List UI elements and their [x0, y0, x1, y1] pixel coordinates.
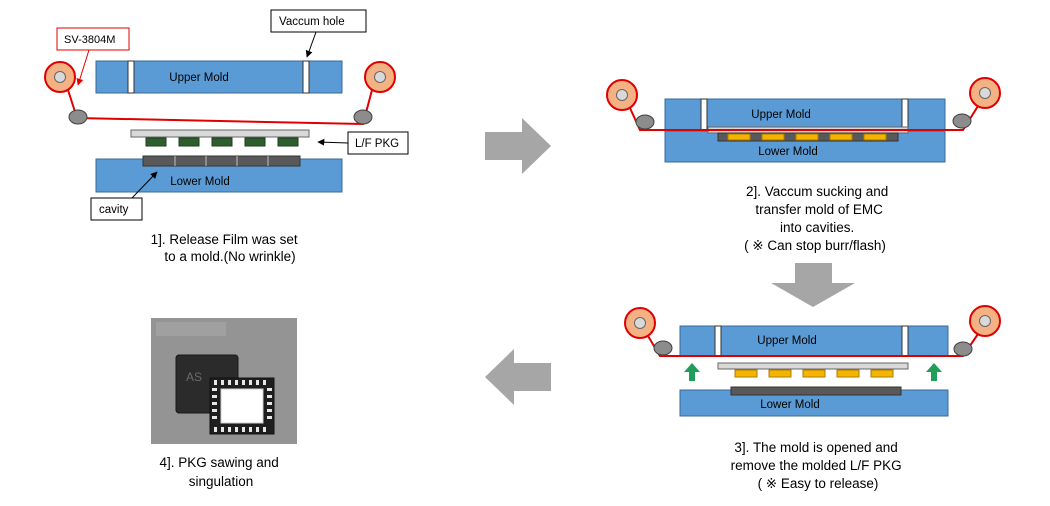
upper-mold	[95, 60, 343, 94]
step3-caption: 3]. The mold is opened and remove the mo…	[731, 440, 906, 491]
qfn-pads	[212, 380, 272, 432]
step4-caption-line: singulation	[189, 474, 254, 489]
vacuum-callout-box	[270, 9, 367, 33]
film-callout-box	[56, 27, 130, 51]
film-callout-label: SV-3804M	[64, 34, 115, 46]
step1-panel: Upper Mold Lower Mold SV-3804M Vaccum ho…	[44, 9, 409, 264]
cavity-callout-box	[90, 197, 143, 221]
step2-caption: 2]. Vaccum sucking and transfer mold of …	[744, 184, 892, 253]
step2-panel: Upper Mold Lower Mold 2]. Vaccum sucking…	[606, 77, 1001, 253]
upper-mold-label: Upper Mold	[757, 335, 816, 347]
down-arrow-icon	[771, 263, 855, 307]
upper-mold-label: Upper Mold	[751, 109, 810, 121]
right-film-reel	[969, 305, 1001, 337]
pkg-callout-label: L/F PKG	[355, 138, 399, 150]
right-film-reel	[969, 77, 1001, 109]
cavity-callout-arrow	[131, 171, 158, 199]
vacuum-hole-left	[127, 60, 135, 94]
left-arrow-icon	[485, 349, 551, 405]
left-roller	[68, 109, 88, 125]
lower-mold-label: Lower Mold	[758, 146, 817, 158]
molded-block	[734, 369, 758, 378]
qfn-package-photo: AS	[151, 318, 297, 444]
step2-caption-line: into cavities.	[780, 220, 854, 235]
cavity-callout-label: cavity	[99, 204, 129, 216]
step3-caption-line: ( ※ Easy to release)	[758, 476, 879, 491]
left-roller	[635, 114, 655, 130]
vacuum-hole-right	[901, 325, 909, 357]
cavity-dividers	[174, 156, 269, 166]
step4-caption-line: 4]. PKG sawing and	[159, 455, 278, 470]
molded-block	[768, 369, 792, 378]
emc-block	[795, 133, 819, 141]
step1-caption: 1]. Release Film was set to a mold.(No w…	[151, 232, 302, 264]
chip	[178, 137, 200, 147]
step4-caption: 4]. PKG sawing and singulation	[159, 455, 282, 489]
step4-panel: AS 4]. PKG sawing and singulation	[151, 318, 297, 489]
step2-caption-line: 2]. Vaccum sucking and	[746, 184, 888, 199]
vacuum-callout-arrow	[305, 31, 317, 58]
lead-frame-strip	[130, 129, 310, 138]
right-roller	[353, 109, 373, 125]
film-callout-arrow	[76, 49, 90, 86]
left-film-reel	[44, 61, 76, 93]
chips-row	[145, 137, 299, 147]
emc-fill-row	[727, 133, 887, 141]
vacuum-hole-left	[714, 325, 722, 357]
right-arrow-icon	[485, 118, 551, 174]
emc-block	[727, 133, 751, 141]
chip	[211, 137, 233, 147]
left-film-reel	[606, 79, 638, 111]
step3-caption-line: remove the molded L/F PKG	[731, 458, 902, 473]
pkg-callout-arrow	[317, 138, 349, 146]
vacuum-hole-right	[901, 98, 909, 131]
step2-caption-line: transfer mold of EMC	[755, 202, 883, 217]
right-roller	[952, 113, 972, 129]
emc-block	[761, 133, 785, 141]
up-arrow-icon	[684, 363, 700, 381]
emc-block	[863, 133, 887, 141]
lower-mold-label: Lower Mold	[760, 399, 819, 411]
up-arrow-icon	[926, 363, 942, 381]
chip-marking: AS	[186, 370, 202, 384]
right-roller	[953, 341, 973, 357]
molded-pkg-row	[734, 369, 894, 378]
step2-caption-line: ( ※ Can stop burr/flash)	[744, 238, 886, 253]
left-film-reel	[624, 307, 656, 339]
molded-block	[836, 369, 860, 378]
vacuum-callout-label: Vaccum hole	[279, 16, 345, 28]
step1-caption-line: 1]. Release Film was set	[151, 232, 298, 247]
step3-caption-line: 3]. The mold is opened and	[734, 440, 897, 455]
molded-block	[802, 369, 826, 378]
left-roller	[653, 340, 673, 356]
chip	[277, 137, 299, 147]
upper-mold	[664, 98, 946, 132]
lower-mold-label: Lower Mold	[170, 176, 229, 188]
right-film-reel	[364, 61, 396, 93]
molded-block	[870, 369, 894, 378]
chip	[145, 137, 167, 147]
cavity-strip	[730, 386, 902, 396]
vacuum-hole-right	[302, 60, 310, 94]
cavity-strip	[142, 155, 301, 167]
chip	[244, 137, 266, 147]
upper-mold-label: Upper Mold	[169, 72, 228, 84]
vacuum-hole-left	[700, 98, 708, 131]
lead-frame-strip	[717, 362, 909, 370]
step3-panel: Upper Mold Lower Mold 3]. The mold is op…	[624, 305, 1001, 491]
release-film	[67, 89, 373, 126]
step1-caption-line: to a mold.(No wrinkle)	[164, 249, 295, 264]
emc-block	[829, 133, 853, 141]
